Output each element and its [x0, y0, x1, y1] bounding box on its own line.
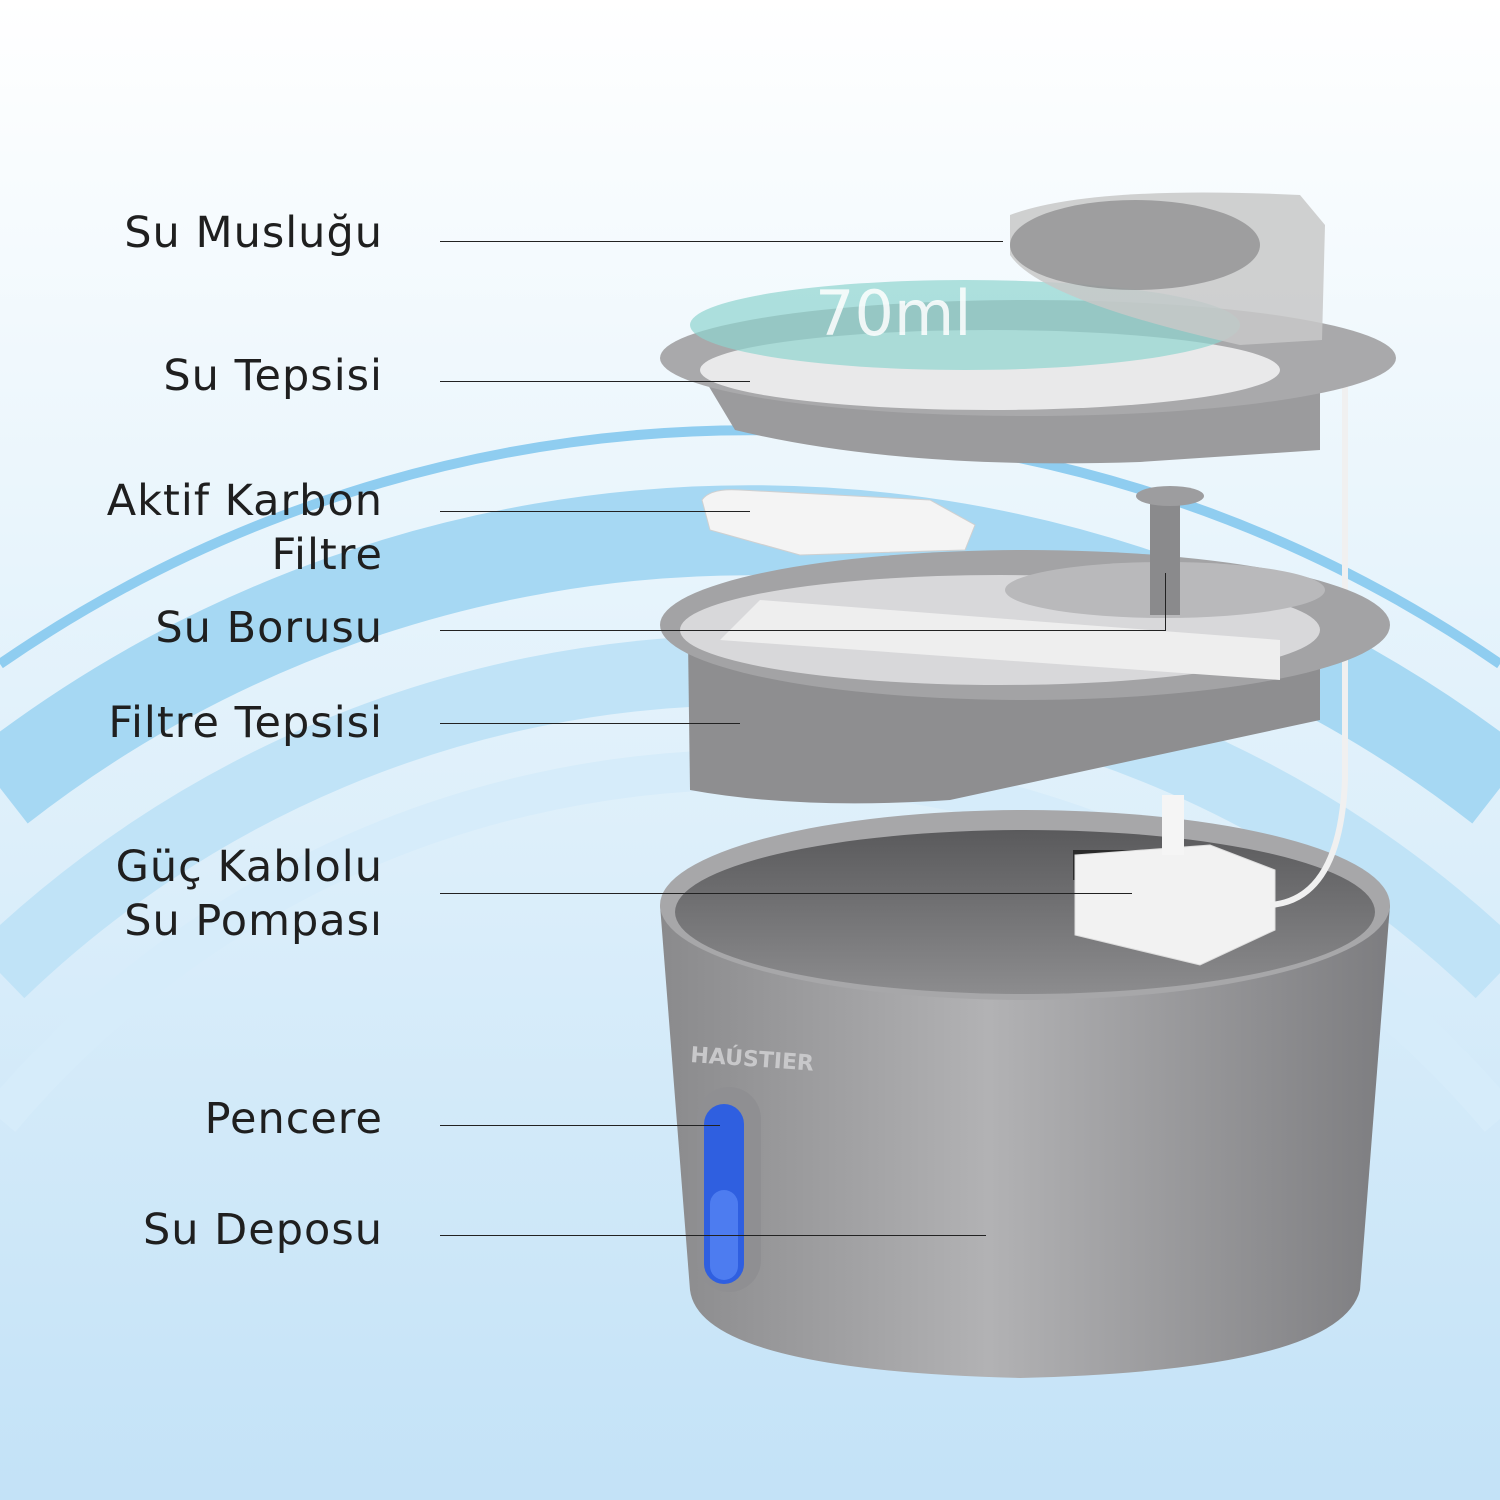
label-window: Pencere — [204, 1094, 383, 1144]
water-pump — [1073, 380, 1348, 966]
leader-line-pipe-vertical — [1165, 573, 1166, 631]
label-tray: Su Tepsisi — [163, 351, 383, 401]
leader-line-tank — [440, 1235, 986, 1236]
label-tank: Su Deposu — [142, 1205, 383, 1255]
label-pump-line1: Güç Kablolu — [115, 842, 383, 892]
capacity-mark: 70ml — [815, 277, 972, 350]
label-filter-tray: Filtre Tepsisi — [108, 698, 383, 748]
leader-line-filter-tray — [440, 723, 740, 724]
leader-line-window — [440, 1125, 720, 1126]
label-carbon-line2: Filtre — [271, 530, 383, 580]
leader-line-pump — [440, 893, 1132, 894]
label-pipe: Su Borusu — [155, 603, 383, 653]
label-spout: Su Musluğu — [124, 208, 383, 258]
leader-line-tray — [440, 381, 750, 382]
label-carbon-line1: Aktif Karbon — [106, 476, 383, 526]
water-spout — [1010, 192, 1325, 345]
water-tank: HAÚSTIER — [660, 810, 1390, 1378]
label-pump-line2: Su Pompası — [124, 896, 383, 946]
leader-line-carbon — [440, 511, 750, 512]
leader-line-spout — [440, 241, 1003, 242]
carbon-filter — [701, 489, 976, 556]
filter-tray — [660, 486, 1390, 804]
leader-line-pipe — [440, 630, 1165, 631]
